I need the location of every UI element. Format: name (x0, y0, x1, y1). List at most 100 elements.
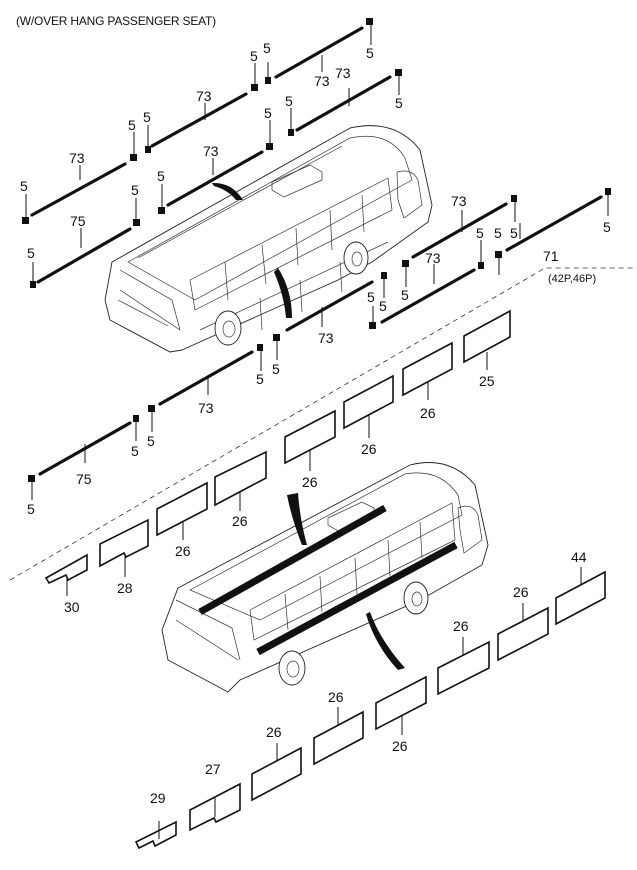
callout-label: 5 (20, 178, 28, 194)
clip (366, 18, 373, 25)
clips (22, 18, 611, 482)
clip (148, 405, 155, 412)
decal-26 (343, 374, 394, 430)
stripe-roof (198, 504, 387, 616)
callout-label: 5 (367, 289, 375, 305)
callout-labels: 5 5 5 5 5 5 5 5 5 5 5 5 5 5 5 5 5 5 5 5 … (20, 40, 611, 806)
callout-label: 5 (272, 361, 280, 377)
molding-73 (411, 202, 508, 259)
callout-label: 5 (395, 95, 403, 111)
clip (133, 219, 140, 226)
molding-71 (505, 195, 603, 252)
callout-label: 30 (64, 599, 80, 615)
decal-26 (214, 450, 267, 507)
callout-label: 75 (76, 471, 92, 487)
callout-label: 26 (513, 584, 529, 600)
clip (158, 207, 165, 214)
clip (369, 322, 376, 329)
callout-label: 26 (266, 724, 282, 740)
molding-73 (274, 26, 364, 79)
callout-label: 75 (70, 213, 86, 229)
callout-label: 5 (264, 105, 272, 121)
callout-label: 44 (571, 549, 587, 565)
callout-label: 26 (453, 618, 469, 634)
callout-label: 26 (361, 441, 377, 457)
callout-label: 71 (543, 248, 559, 264)
decal-29 (134, 820, 177, 850)
decal-26 (313, 710, 364, 766)
clip (130, 154, 137, 161)
stripe-side (256, 541, 458, 656)
leader-lines (25, 25, 609, 839)
callout-label: 5 (157, 168, 165, 184)
clip (511, 195, 517, 202)
callout-label: 26 (420, 405, 436, 421)
bus-upper (104, 125, 433, 353)
molding-73 (158, 350, 254, 406)
pointer-arrow-upper-roof (212, 182, 243, 200)
callout-label: 73 (318, 330, 334, 346)
pointer-arrow-lower-roof (287, 493, 307, 545)
callout-label: 5 (128, 117, 136, 133)
callout-label: 26 (328, 689, 344, 705)
callout-label: 26 (392, 738, 408, 754)
callout-label: 29 (150, 790, 166, 806)
callout-label: 26 (175, 543, 191, 559)
callout-label: 5 (147, 433, 155, 449)
callout-label: 26 (302, 474, 318, 490)
callout-label: 5 (510, 225, 518, 241)
decal-30 (44, 553, 88, 585)
decal-26 (497, 606, 549, 662)
decal-26 (437, 640, 490, 696)
decal-44 (555, 570, 606, 626)
clip (495, 251, 502, 258)
clip (395, 69, 402, 76)
clip (266, 143, 273, 150)
molding-73 (30, 162, 127, 217)
callout-label: 5 (263, 40, 271, 56)
callout-label: 28 (117, 580, 133, 596)
decal-25 (463, 309, 511, 364)
callout-label: 73 (203, 143, 219, 159)
decal-26 (375, 675, 427, 731)
callout-label: 5 (476, 225, 484, 241)
clip (273, 334, 280, 341)
clip (288, 129, 294, 136)
decal-26 (284, 409, 336, 465)
callout-label: 5 (27, 245, 35, 261)
clip (22, 217, 29, 224)
clip (402, 260, 409, 267)
decal-26 (251, 746, 302, 802)
callout-label: 73 (425, 250, 441, 266)
callout-label: 5 (256, 371, 264, 387)
clip (381, 272, 387, 279)
callout-label: 5 (250, 48, 258, 64)
molding-73 (166, 150, 264, 207)
molding-75 (36, 227, 132, 284)
callout-label: 5 (603, 219, 611, 235)
molding-73 (285, 280, 374, 332)
callout-label: 5 (379, 298, 387, 314)
callout-label: 5 (494, 225, 502, 241)
pointer-arrow-lower-side (366, 612, 405, 670)
molding-73 (150, 92, 248, 148)
callout-label: 26 (232, 513, 248, 529)
callout-label: 5 (143, 109, 151, 125)
decal-28 (99, 518, 149, 568)
variant-note: (42P,46P) (548, 273, 597, 285)
clip (28, 475, 35, 482)
molding-73 (295, 75, 392, 132)
callout-label: 5 (131, 182, 139, 198)
decals (44, 309, 606, 850)
callout-label: 73 (198, 400, 214, 416)
callout-label: 5 (131, 443, 139, 459)
callout-label: 73 (196, 88, 212, 104)
callout-label: 73 (69, 150, 85, 166)
decal-26 (156, 481, 208, 537)
callout-label: 73 (314, 73, 330, 89)
callout-label: 5 (27, 501, 35, 517)
clip (265, 77, 271, 84)
bus-lower (161, 462, 489, 693)
